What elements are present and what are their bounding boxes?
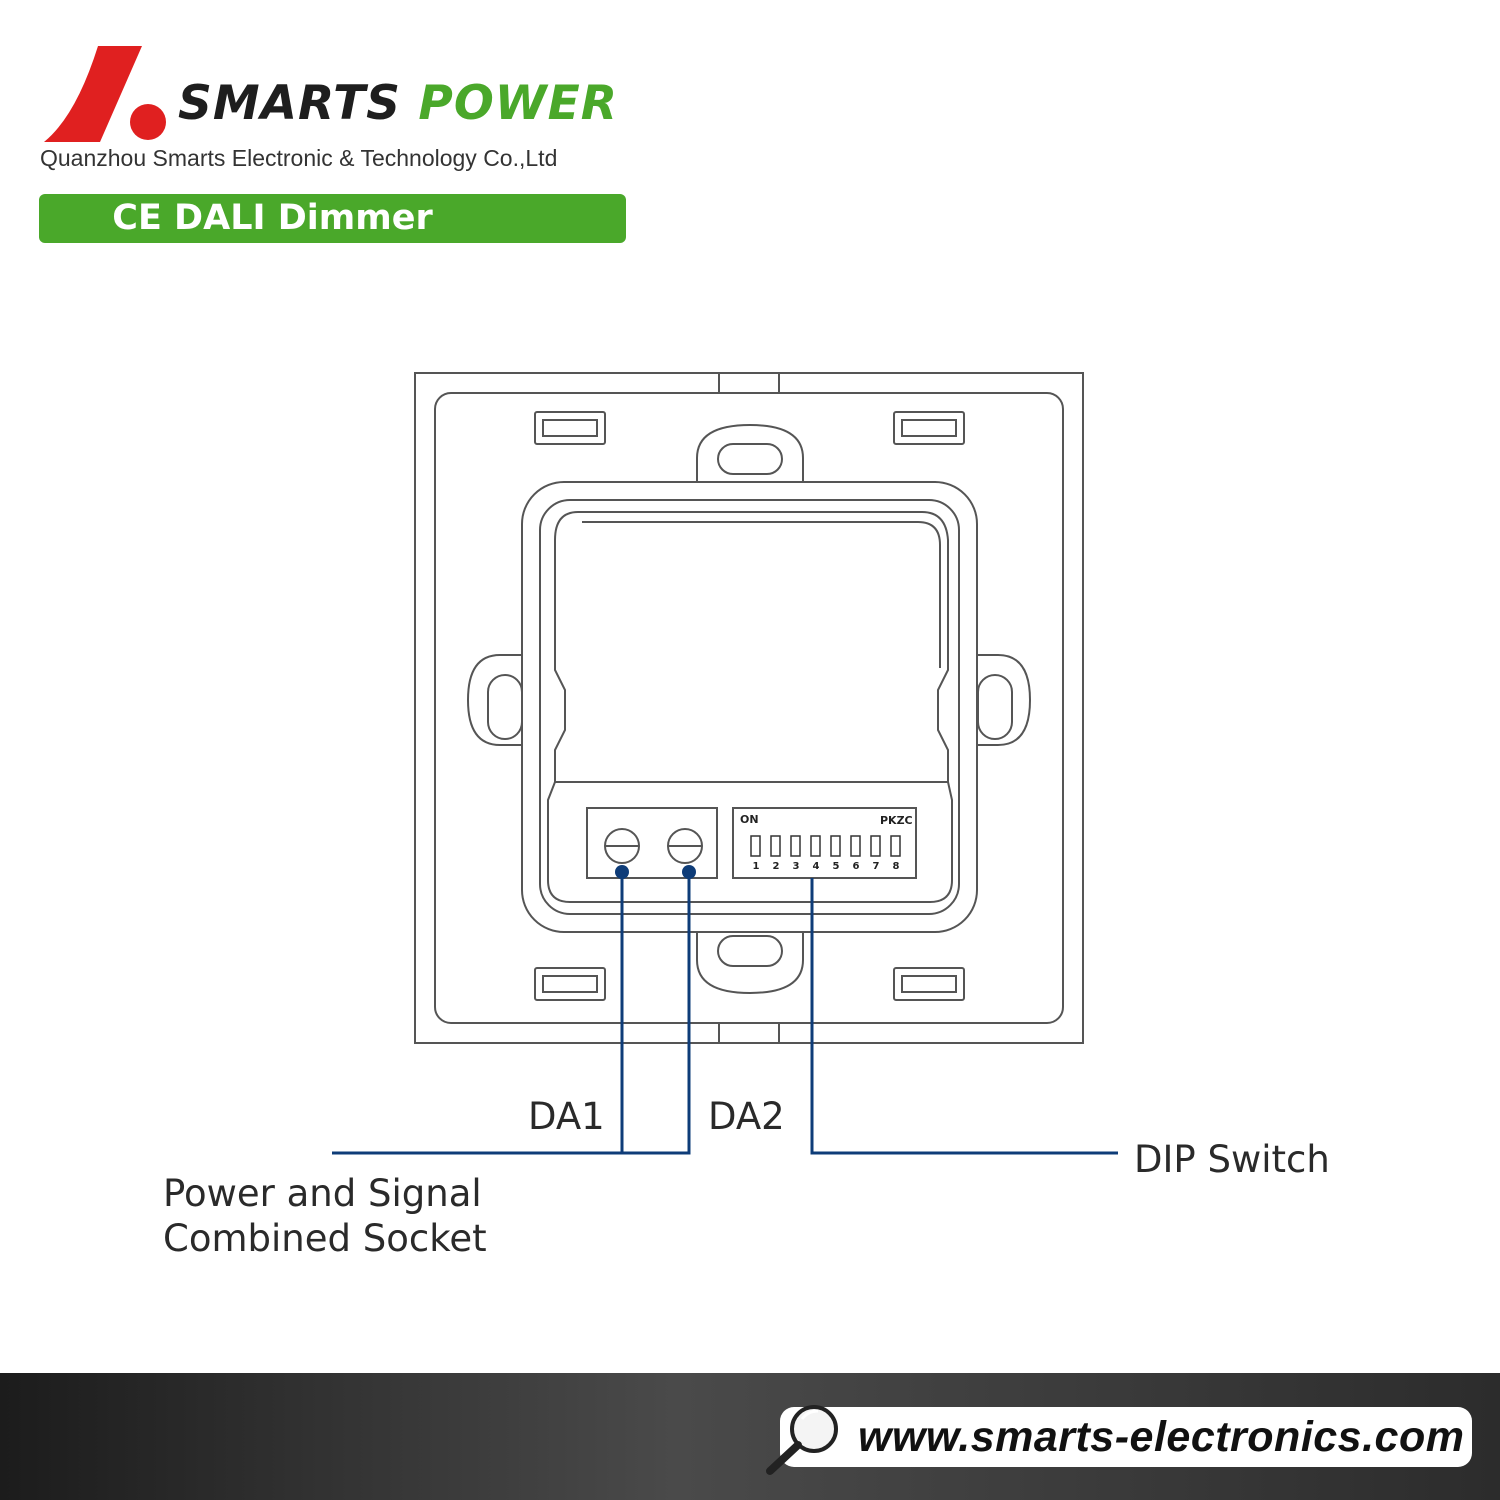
screw-slot-right [977,674,1013,740]
company-name: Quanzhou Smarts Electronic & Technology … [40,145,558,171]
dip-toggle [790,835,801,857]
dip-position-label: 7 [873,861,880,872]
terminal-dot-da1 [615,865,629,879]
terminal-block [586,807,718,879]
dip-toggle [870,835,881,857]
dip-toggle [890,835,901,857]
dip-toggle [750,835,761,857]
screw-slot-left [487,674,523,740]
dip-position-label: 8 [893,861,900,872]
dip-toggle [770,835,781,857]
magnifier-icon [766,1405,838,1475]
website-pill[interactable]: www.smarts-electronics.com [766,1405,1472,1475]
brand-word-smarts: SMARTS [178,76,401,131]
screw-slot-top [717,443,783,475]
label-da2: DA2 [708,1095,785,1138]
dip-brand-label: PKZC [880,814,913,827]
logo-mark-icon [44,46,166,142]
module-body [554,511,949,783]
callout-line-dip [810,878,1118,1155]
dip-toggle [830,835,841,857]
dip-position-label: 2 [773,861,780,872]
brand-word-power: POWER [418,76,618,131]
inner-plate [434,392,1064,1024]
label-socket-line2: Combined Socket [163,1217,487,1260]
mounting-frame [521,481,978,933]
dip-switch-body [732,807,917,879]
dip-position-label: 5 [833,861,840,872]
product-title: CE DALI Dimmer [112,198,433,238]
dip-toggle [850,835,861,857]
corner-slot [893,967,965,1001]
callout-line-socket [332,872,691,1155]
corner-slot [534,967,606,1001]
website-link[interactable]: www.smarts-electronics.com [858,1413,1465,1461]
label-da1: DA1 [528,1095,605,1138]
dip-on-label: ON [740,813,759,826]
product-banner: CE DALI Dimmer [39,194,626,243]
dip-position-label: 1 [753,861,760,872]
terminal-dot-da2 [682,865,696,879]
corner-slot [534,411,606,445]
screw-slot-bottom [717,935,783,967]
terminal-screw-da1 [604,828,640,864]
corner-slot [893,411,965,445]
dip-position-label: 4 [813,861,820,872]
terminal-screw-da2 [667,828,703,864]
dip-position-label: 6 [853,861,860,872]
dip-toggle [810,835,821,857]
label-socket-line1: Power and Signal [163,1172,482,1215]
brand-name: SMARTS POWER [178,80,618,127]
outer-plate [414,372,1084,1044]
label-dip-switch: DIP Switch [1134,1138,1330,1181]
footer-bar: www.smarts-electronics.com [0,1373,1500,1500]
dip-position-label: 3 [793,861,800,872]
